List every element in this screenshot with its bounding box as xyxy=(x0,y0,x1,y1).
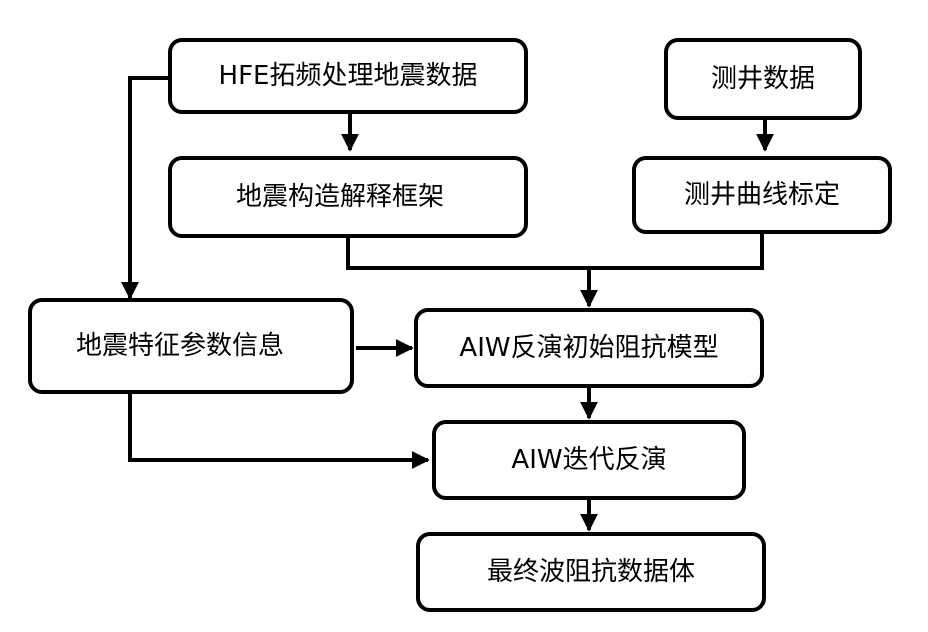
node-well-calib-label: 测井曲线标定 xyxy=(684,180,840,210)
node-iterative-label: AIW迭代反演 xyxy=(511,445,666,475)
node-seismic-attr: 地震特征参数信息 xyxy=(28,298,354,394)
node-hfe: HFE拓频处理地震数据 xyxy=(168,38,528,114)
node-structure-label: 地震构造解释框架 xyxy=(236,182,444,212)
node-initial-model: AIW反演初始阻抗模型 xyxy=(414,308,764,388)
node-final-label: 最终波阻抗数据体 xyxy=(487,557,695,587)
node-well-data: 测井数据 xyxy=(664,38,862,120)
node-final: 最终波阻抗数据体 xyxy=(416,532,766,612)
arrow-hfe-to-seismic-attr xyxy=(121,76,170,300)
node-well-data-label: 测井数据 xyxy=(711,64,815,94)
node-iterative: AIW迭代反演 xyxy=(432,420,746,500)
node-well-calib: 测井曲线标定 xyxy=(632,156,892,234)
connectors xyxy=(121,76,774,532)
node-hfe-label: HFE拓频处理地震数据 xyxy=(219,61,478,91)
node-seismic-attr-label: 地震特征参数信息 xyxy=(76,331,284,361)
node-initial-model-label: AIW反演初始阻抗模型 xyxy=(459,333,718,363)
node-structure: 地震构造解释框架 xyxy=(168,156,528,238)
arrow-merge-to-initial-model xyxy=(346,232,764,306)
arrow-seismic-attr-to-iterative xyxy=(128,392,430,469)
